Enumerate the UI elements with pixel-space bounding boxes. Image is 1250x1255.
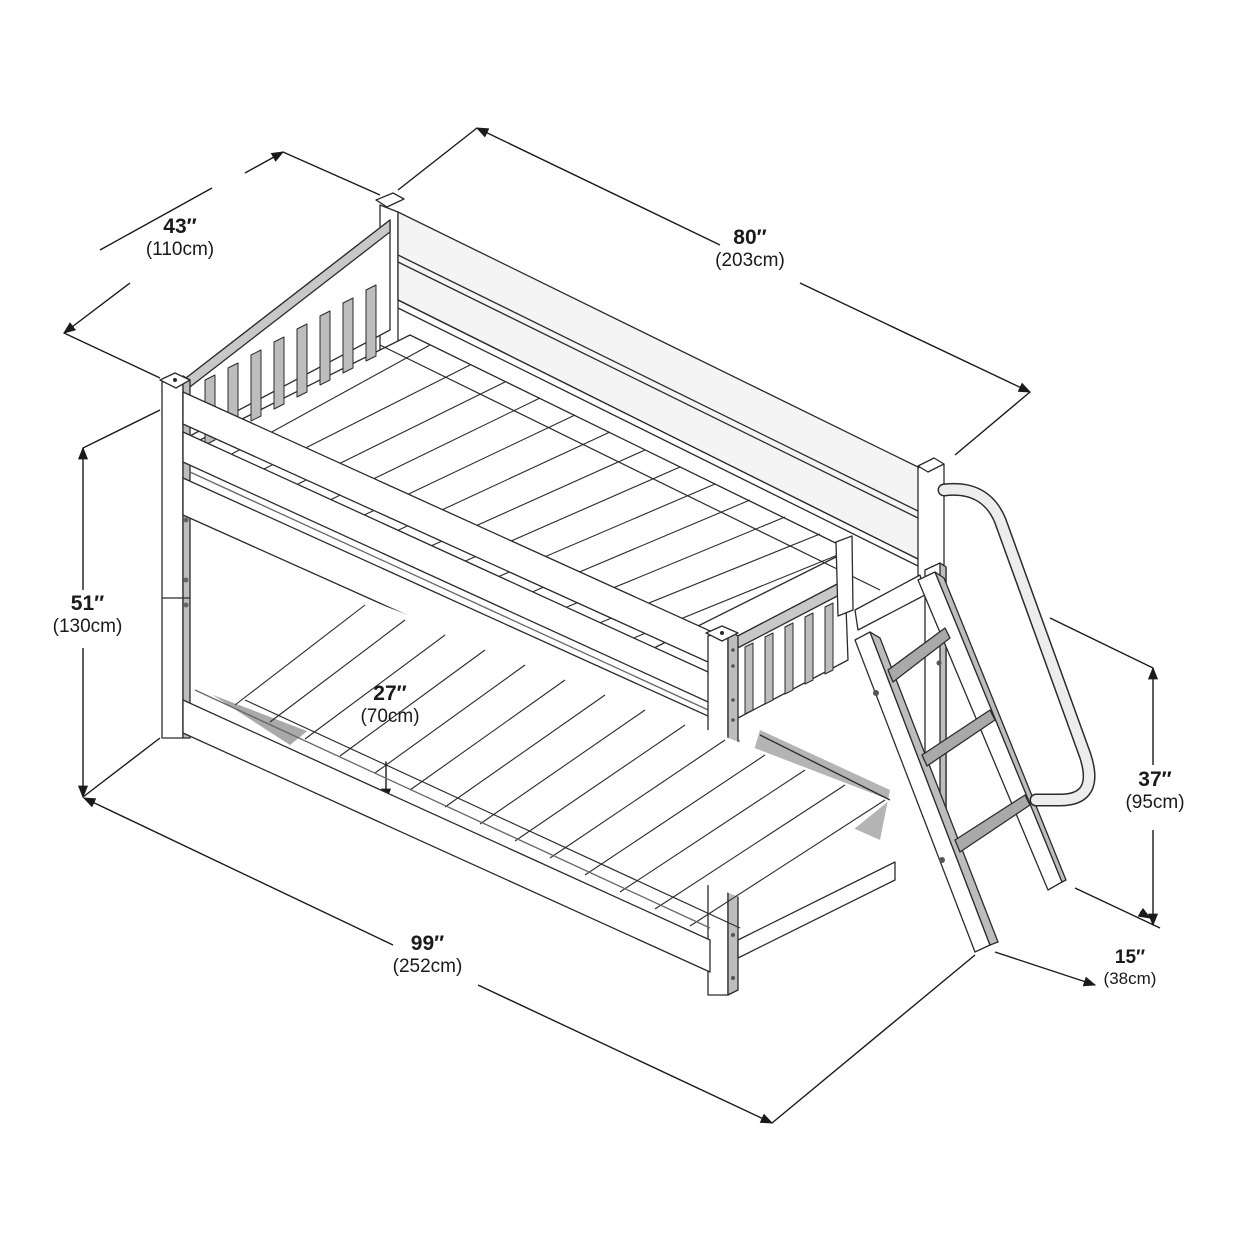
clearance-metric: (70cm): [360, 706, 420, 728]
front-left-post: [162, 376, 183, 738]
dimension-total-length-label: 99″ (252cm): [370, 932, 485, 978]
dimension-clearance-label: 27″ (70cm): [340, 682, 440, 728]
width-imperial: 43″: [163, 215, 197, 238]
bed-length-metric: (203cm): [715, 250, 785, 272]
headboard-spindles: [205, 285, 376, 445]
bed-frame: [160, 193, 1089, 995]
ladder-height-metric: (95cm): [1125, 792, 1185, 814]
dimension-ladder-depth-label: 15″ (38cm): [1085, 947, 1175, 988]
ladder-step-2: [922, 710, 995, 766]
dimension-ladder-height-label: 37″ (95cm): [1105, 768, 1205, 814]
footboard-spindles: [745, 603, 833, 714]
lower-front-rail: [183, 700, 710, 972]
dimension-bed-length-label: 80″ (203cm): [690, 226, 810, 272]
total-length-imperial: 99″: [410, 932, 445, 955]
height-metric: (130cm): [52, 616, 123, 638]
height-imperial: 51″: [70, 592, 105, 615]
ladder-step-3: [955, 795, 1030, 852]
bed-length-imperial: 80″: [733, 226, 767, 249]
lower-mattress-platform: [200, 585, 890, 905]
dimension-width-label: 43″ (110cm): [120, 215, 240, 261]
lower-slats: [235, 605, 885, 926]
dimension-height-label: 51″ (130cm): [30, 592, 145, 638]
ladder-depth-metric: (38cm): [1103, 968, 1157, 988]
width-metric: (110cm): [145, 239, 215, 261]
ladder-height-imperial: 37″: [1138, 768, 1172, 791]
ladder-depth-imperial: 15″: [1114, 947, 1146, 968]
ladder-step-1: [888, 628, 950, 682]
clearance-imperial: 27″: [373, 682, 407, 705]
total-length-metric: (252cm): [392, 956, 463, 978]
lower-end-rail: [738, 862, 895, 958]
